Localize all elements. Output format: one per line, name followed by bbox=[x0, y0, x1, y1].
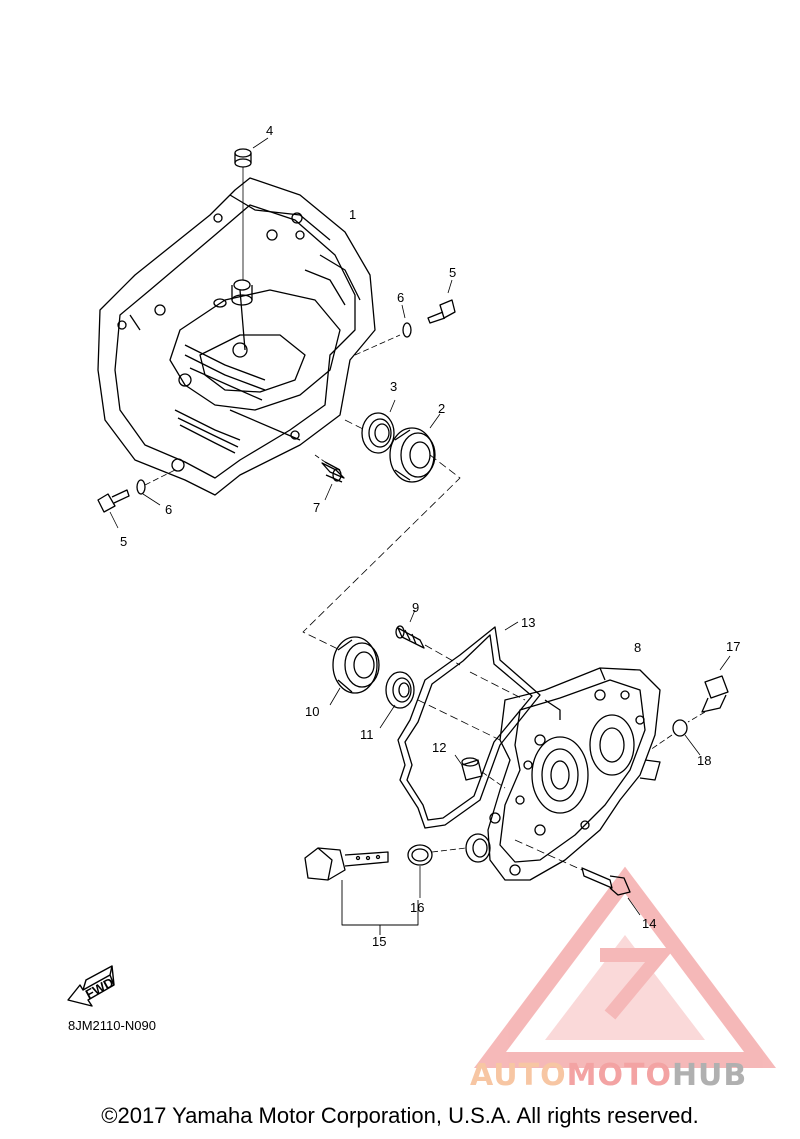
callout-2: 2 bbox=[438, 401, 445, 416]
callout-10: 10 bbox=[305, 704, 319, 719]
part-9-dowel bbox=[395, 609, 425, 649]
part-7-dowel bbox=[321, 461, 345, 501]
callout-12: 12 bbox=[432, 740, 446, 755]
part-3-oil-seal bbox=[361, 399, 396, 454]
part-11-oil-seal bbox=[379, 671, 415, 729]
callout-17: 17 bbox=[726, 639, 740, 654]
watermark-part-hub: HUB bbox=[671, 1058, 748, 1093]
part-13-gasket bbox=[397, 621, 541, 829]
callout-9: 9 bbox=[412, 600, 419, 615]
part-10-bearing bbox=[329, 636, 380, 706]
part-16-seal bbox=[407, 844, 433, 898]
left-crankcase bbox=[97, 177, 376, 496]
fwd-arrow-icon bbox=[67, 965, 115, 1007]
callout-14: 14 bbox=[642, 916, 656, 931]
part-12-plug bbox=[454, 754, 483, 781]
callout-5b: 5 bbox=[120, 534, 127, 549]
callout-7: 7 bbox=[313, 500, 320, 515]
part-2-bearing bbox=[389, 413, 441, 483]
watermark-text: AUTOMOTOHUB bbox=[470, 1058, 747, 1093]
callout-5a: 5 bbox=[449, 265, 456, 280]
callout-13: 13 bbox=[521, 615, 535, 630]
part-6-washer-lower bbox=[136, 479, 161, 506]
diagram-code: 8JM2110-N090 bbox=[68, 1018, 156, 1033]
watermark-logo bbox=[474, 866, 776, 1068]
callout-15: 15 bbox=[372, 934, 386, 949]
watermark-part-moto: MOTO bbox=[566, 1058, 672, 1093]
callout-8: 8 bbox=[634, 640, 641, 655]
callout-11: 11 bbox=[360, 727, 374, 742]
part-14-bolt bbox=[581, 867, 641, 916]
part-15-dipstick bbox=[304, 847, 389, 881]
part-5-bolt-lower bbox=[97, 489, 130, 529]
callout-4: 4 bbox=[266, 123, 273, 138]
right-crankcase bbox=[487, 667, 661, 881]
part-17-drain-bolt bbox=[701, 655, 731, 713]
callout-6b: 6 bbox=[165, 502, 172, 517]
part-18-o-ring bbox=[672, 719, 701, 756]
callout-16: 16 bbox=[410, 900, 424, 915]
callout-18: 18 bbox=[697, 753, 711, 768]
callout-3: 3 bbox=[390, 379, 397, 394]
part-6-washer-upper bbox=[401, 304, 412, 338]
part-4-collar bbox=[234, 148, 252, 168]
copyright-notice: ©2017 Yamaha Motor Corporation, U.S.A. A… bbox=[101, 1103, 699, 1128]
callout-6a: 6 bbox=[397, 290, 404, 305]
watermark-part-auto: AUTO bbox=[470, 1058, 567, 1093]
callout-1: 1 bbox=[349, 207, 356, 222]
part-5-bolt-upper bbox=[427, 279, 456, 324]
